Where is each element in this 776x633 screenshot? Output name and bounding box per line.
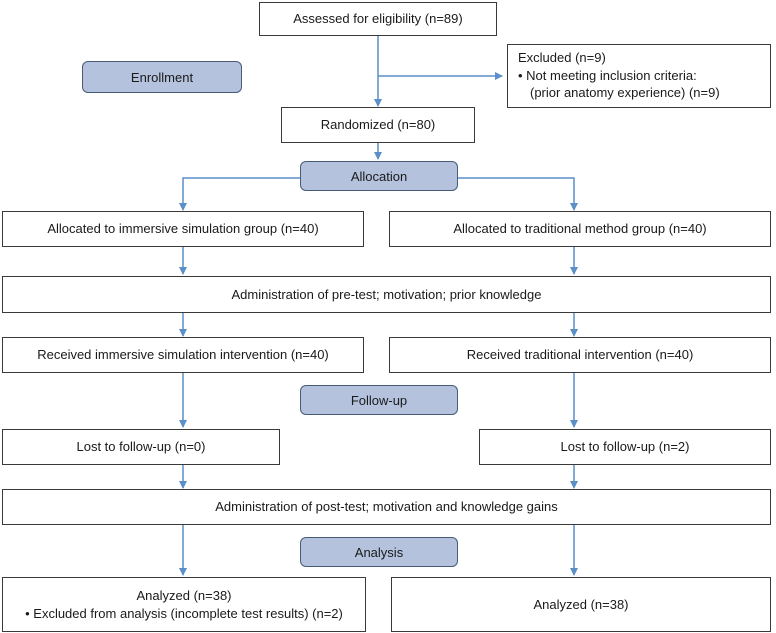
analyzed-left-excluded: • Excluded from analysis (incomplete tes…: [25, 605, 343, 621]
stage-followup-label: Follow-up: [350, 392, 408, 408]
excluded-title: Excluded (n=9): [518, 50, 606, 65]
lost-followup-right-box: Lost to follow-up (n=2): [479, 429, 771, 465]
arrow-allocation-right: [457, 177, 578, 211]
immersive-intervention-text: Received immersive simulation interventi…: [37, 347, 329, 363]
excluded-box: Excluded (n=9) • Not meeting inclusion c…: [507, 44, 771, 108]
pretest-text: Administration of pre-test; motivation; …: [231, 286, 542, 302]
stage-analysis-label: Analysis: [354, 544, 404, 560]
allocated-traditional-box: Allocated to traditional method group (n…: [389, 211, 771, 247]
randomized-box: Randomized (n=80): [281, 107, 475, 143]
traditional-intervention-box: Received traditional intervention (n=40): [389, 337, 771, 373]
allocated-immersive-box: Allocated to immersive simulation group …: [2, 211, 364, 247]
posttest-box: Administration of post-test; motivation …: [2, 489, 771, 525]
analyzed-left-box: Analyzed (n=38) • Excluded from analysis…: [2, 577, 366, 632]
allocated-traditional-text: Allocated to traditional method group (n…: [453, 221, 707, 237]
assessed-eligibility-box: Assessed for eligibility (n=89): [259, 2, 497, 36]
stage-enrollment: Enrollment: [82, 61, 242, 93]
excluded-reason: • Not meeting inclusion criteria:: [518, 67, 697, 83]
lost-followup-left-text: Lost to follow-up (n=0): [76, 439, 206, 455]
pretest-box: Administration of pre-test; motivation; …: [2, 276, 771, 313]
assessed-eligibility-text: Assessed for eligibility (n=89): [293, 11, 463, 27]
analyzed-right-text: Analyzed (n=38): [533, 596, 629, 612]
stage-followup: Follow-up: [300, 385, 458, 415]
stage-analysis: Analysis: [300, 537, 458, 567]
lost-followup-right-text: Lost to follow-up (n=2): [560, 439, 690, 455]
immersive-intervention-box: Received immersive simulation interventi…: [2, 337, 364, 373]
analyzed-left-title: Analyzed (n=38): [136, 587, 232, 603]
traditional-intervention-text: Received traditional intervention (n=40): [466, 347, 694, 363]
allocated-immersive-text: Allocated to immersive simulation group …: [47, 221, 319, 237]
excluded-reason-detail: (prior anatomy experience) (n=9): [530, 85, 720, 101]
randomized-text: Randomized (n=80): [320, 117, 436, 133]
arrow-allocation-left: [179, 177, 300, 211]
lost-followup-left-box: Lost to follow-up (n=0): [2, 429, 280, 465]
stage-enrollment-label: Enrollment: [130, 69, 194, 85]
analyzed-right-box: Analyzed (n=38): [391, 577, 771, 632]
stage-allocation: Allocation: [300, 161, 458, 191]
stage-allocation-label: Allocation: [350, 168, 408, 184]
posttest-text: Administration of post-test; motivation …: [215, 499, 558, 515]
